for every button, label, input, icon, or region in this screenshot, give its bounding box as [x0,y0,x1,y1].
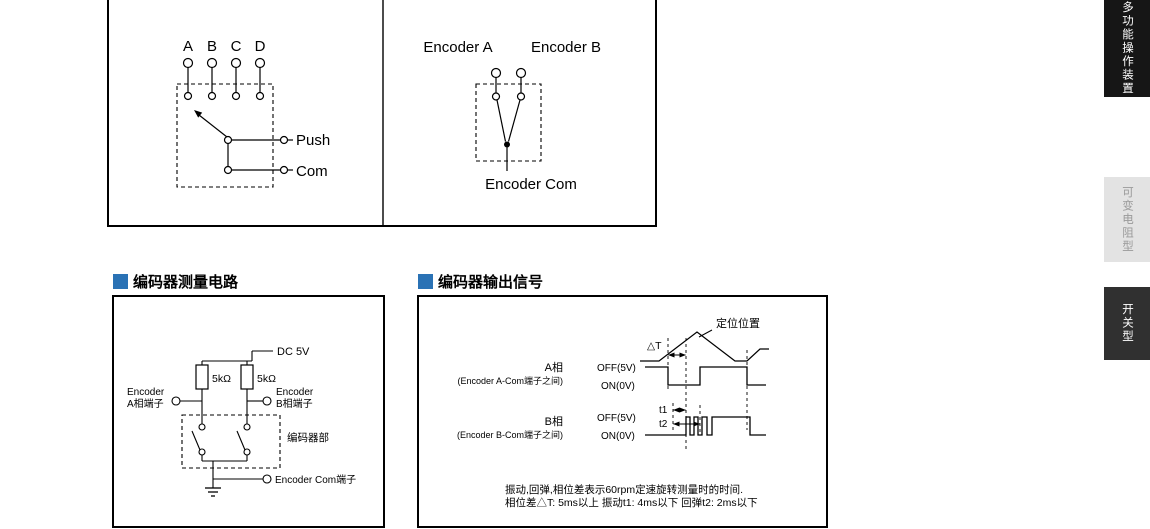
a-off-label: OFF(5V) [597,363,636,374]
encoder-a-label: Encoder A [423,39,492,56]
a-phase-sublabel: (Encoder A-Com端子之间) [457,375,563,386]
encoder-com-label: Encoder Com [485,176,577,193]
measurement-box-border [112,295,385,528]
terminal-b-label-2: B相端子 [276,397,313,410]
terminal-a-label-2: A相端子 [127,397,164,410]
terminal-label-b: B [207,38,217,55]
com-terminal-label: Encoder Com端子 [275,473,356,486]
ground-icon [205,487,221,497]
encoder-b-label: Encoder B [531,39,601,56]
multi-switch-diagram: A B C D Push [176,38,330,188]
side-tab-variable-resistor-type[interactable]: 可变电阻型 [1104,177,1150,262]
section-marker-icon [113,274,128,289]
terminal-b-label-1: Encoder [276,387,314,398]
resistor-left-label: 5kΩ [212,373,231,385]
t1-label: t1 [659,405,668,416]
switch-arm-arrow-icon [194,110,203,118]
encoder-switch-diagram: Encoder A Encoder B Encoder Com [423,39,601,193]
phase-diff-label: △T [647,340,662,352]
output-box-border [417,295,828,528]
top-panel-border [107,0,657,227]
dc5v-label: DC 5V [277,346,310,358]
timing-note-2: 相位差△T: 5ms以上 振动t1: 4ms以下 回弹t2: 2ms以下 [505,496,758,509]
detent-position-label: 定位位置 [716,316,760,330]
push-label: Push [296,132,330,149]
output-signal-diagram: 定位位置 △T A相 (Encoder A-Com端子之间) OFF(5V) O… [417,295,828,528]
resistor-right-label: 5kΩ [257,373,276,385]
common-junction-dot [504,141,510,148]
com-label: Com [296,163,328,180]
a-phase-wave [645,366,766,386]
side-tab-multifunction-device[interactable]: 多功能操作装置 [1104,0,1150,97]
top-panel-frame [107,0,657,227]
timing-note-1: 振动,回弹,相位差表示60rpm定速旋转测量时的时间. [505,483,743,496]
t2-label: t2 [659,419,668,430]
b-phase-sublabel: (Encoder B-Com端子之间) [457,429,563,440]
section-marker-icon [418,274,433,289]
a-phase-label: A相 [545,361,563,374]
side-tab-switch-type[interactable]: 开关型 [1104,287,1150,360]
b-phase-wave [645,416,766,436]
terminal-label-d: D [255,38,266,55]
output-section-title: 编码器输出信号 [438,274,544,291]
measurement-section-title: 编码器测量电路 [133,274,239,291]
b-phase-label: B相 [545,415,563,428]
terminal-a-label-1: Encoder [127,387,165,398]
section-header-measurement: 编码器测量电路 [113,271,238,292]
terminal-label-a: A [183,38,193,55]
a-on-label: ON(0V) [601,381,635,392]
section-header-output: 编码器输出信号 [418,271,543,292]
detent-cam-wave [640,331,769,362]
terminal-label-c: C [231,38,242,55]
b-off-label: OFF(5V) [597,413,636,424]
measurement-circuit-diagram: DC 5V 5kΩ 5kΩ Encoder A相端子 Encoder B相端子 … [112,295,385,528]
b-on-label: ON(0V) [601,431,635,442]
encoder-part-label: 编码器部 [287,431,329,444]
